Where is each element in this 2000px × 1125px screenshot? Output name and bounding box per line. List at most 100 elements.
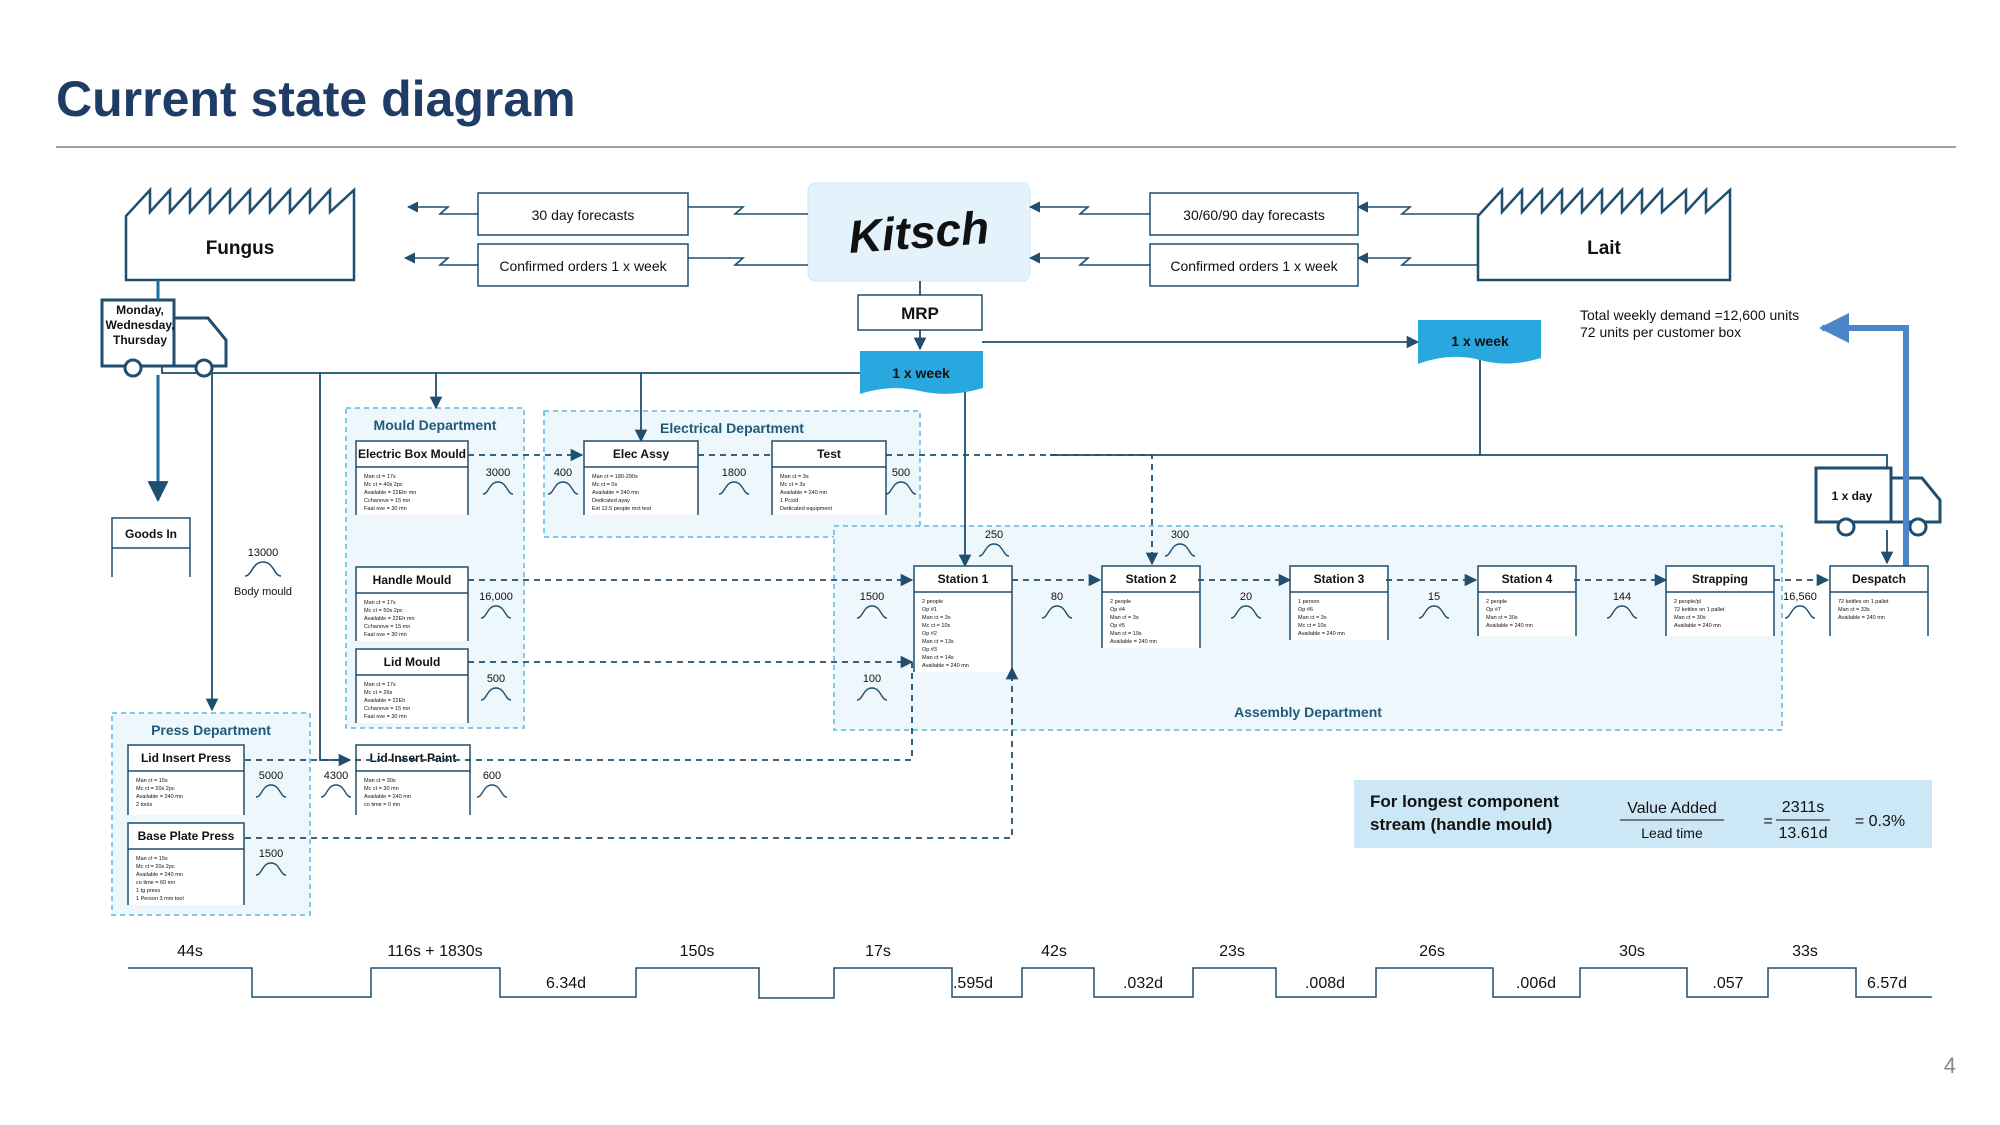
- mrp-label: MRP: [901, 304, 939, 323]
- process-data-line: Man ct = 3s: [780, 474, 809, 480]
- inventory-count: 15: [1428, 591, 1440, 603]
- timeline-process-time: 42s: [1041, 943, 1067, 960]
- process-data-line: Available = 22Eh: [364, 698, 405, 704]
- goods-in-label: Goods In: [125, 527, 177, 541]
- process-data-line: 1 person: [1298, 599, 1319, 605]
- process-data-line: co time = 0 mn: [364, 802, 400, 808]
- timeline-ladder: [128, 967, 1932, 999]
- inventory-elec-mid: 1800: [718, 467, 750, 495]
- inventory-count: 144: [1613, 591, 1631, 603]
- inventory-icon: [1164, 543, 1196, 557]
- shipment-arrow-to-customer: [1819, 313, 1909, 566]
- process-data-line: Op #1: [922, 607, 937, 613]
- inventory-str-desp: 16,560: [1783, 591, 1817, 619]
- inventory-icon: [1230, 605, 1262, 619]
- inventory-count: 500: [892, 467, 910, 479]
- info-arrow-lait-to-right-orders: [1356, 252, 1478, 266]
- process-data-line: Man ct = 15s: [136, 856, 168, 862]
- process-title: Lid Insert Paint: [370, 751, 457, 765]
- va-numerator-label: Value Added: [1627, 800, 1717, 817]
- value-added-box: [1354, 780, 1932, 848]
- timeline-process-time: 33s: [1792, 943, 1818, 960]
- inventory-s4-str: 144: [1606, 591, 1638, 619]
- left-orders-box: [477, 243, 689, 287]
- timeline-process-time: 150s: [680, 943, 715, 960]
- inventory-s1-in: 1500: [856, 591, 888, 619]
- page-title: Current state diagram: [56, 71, 576, 127]
- inventory-icon: [547, 481, 579, 495]
- timeline-process-time: 17s: [865, 943, 891, 960]
- schedule-box-left: [860, 351, 983, 394]
- info-arrow-forecast-to-fungus: [406, 201, 478, 215]
- process-data-line: Op #4: [1110, 607, 1125, 613]
- assembly-dept-label: Assembly Department: [1234, 704, 1382, 720]
- truck-left-line1: Monday,: [116, 303, 164, 317]
- electrical-dept-label: Electrical Department: [660, 420, 804, 436]
- process-data-line: Available = 240 mn: [1298, 631, 1345, 637]
- inventory-s1-top: 250: [978, 529, 1010, 557]
- process-data-line: 72 kettles on 1 pallet: [1674, 607, 1725, 613]
- inventory-icon: [255, 862, 287, 876]
- title-divider: [56, 146, 1956, 148]
- schedule-box-right: [1418, 320, 1541, 364]
- inventory-count: 20: [1240, 591, 1252, 603]
- process-data-line: Man ct = 3s: [922, 615, 951, 621]
- process-data-line: Faal ove = 30 mn: [364, 632, 407, 638]
- process-data-line: Mc ct = 3s: [780, 482, 805, 488]
- process-data-line: Cchanove = 15 mn: [364, 624, 410, 630]
- inventory-icon: [856, 687, 888, 701]
- timeline-lead-time: .032d: [1123, 975, 1163, 992]
- timeline-process-time: 26s: [1419, 943, 1445, 960]
- inventory-lip: 5000: [255, 770, 287, 798]
- process-data-line: Available = 240 mn: [136, 794, 183, 800]
- process-title: Test: [817, 447, 841, 461]
- truck-right-label: 1 x day: [1832, 489, 1873, 503]
- va-equals: =: [1763, 813, 1772, 830]
- va-caption-1: For longest component: [1370, 792, 1559, 811]
- inventory-elec-in: 400: [547, 467, 579, 495]
- process-data-line: Man ct = 30s: [364, 778, 396, 784]
- inventory-bpp: 1500: [255, 848, 287, 876]
- process-data-line: Op #3: [922, 647, 937, 653]
- supplier-fungus-label: Fungus: [206, 238, 275, 259]
- process-data-line: Faal ove = 30 mn: [364, 714, 407, 720]
- inventory-count: 250: [985, 529, 1003, 541]
- process-data-line: Man ct = 30s: [1674, 615, 1706, 621]
- inventory-icon: [480, 687, 512, 701]
- process-title: Station 1: [938, 572, 989, 586]
- left-forecast-box: [477, 192, 689, 236]
- process-title: Station 4: [1502, 572, 1553, 586]
- process-data-line: Man ct = 17s: [364, 474, 396, 480]
- process-data-line: Cchanove = 15 mn: [364, 498, 410, 504]
- process-data-line: Mc ct = 50s 2pc: [364, 608, 403, 614]
- process-data-line: Mc ct = 10s: [1298, 623, 1327, 629]
- inventory-icon: [1418, 605, 1450, 619]
- inventory-count: 5000: [259, 770, 283, 782]
- process-title: Lid Mould: [384, 655, 441, 669]
- process-data-line: 1 tg press: [136, 888, 160, 894]
- va-numerator-value: 2311s: [1782, 799, 1824, 816]
- process-title: Lid Insert Press: [141, 751, 231, 765]
- process-data-line: Op #2: [922, 631, 937, 637]
- process-data-line: Mc ct = 30 mn: [364, 786, 399, 792]
- inventory-count: 3000: [486, 467, 510, 479]
- process-data-line: Available = 240 mn: [780, 490, 827, 496]
- inventory-count: 300: [1171, 529, 1189, 541]
- inventory-count: 400: [554, 467, 572, 479]
- timeline-process-time: 116s + 1830s: [387, 943, 482, 960]
- right-forecast-box: [1149, 192, 1359, 236]
- process-data-line: 2 tools: [136, 802, 152, 808]
- info-arrow-kitsch-to-left-orders: [688, 257, 808, 266]
- info-line-schedule-left: [161, 365, 866, 374]
- inventory-count: 100: [863, 673, 881, 685]
- timeline-lead-time: .006d: [1516, 975, 1556, 992]
- supplier-lait-label: Lait: [1587, 238, 1621, 259]
